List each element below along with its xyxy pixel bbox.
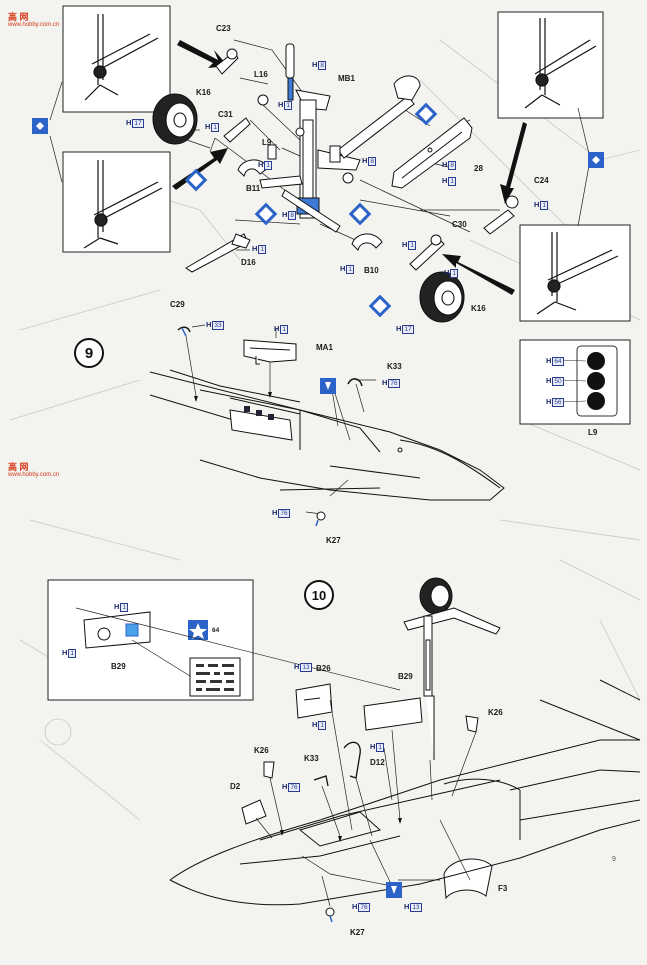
watermark-logo-2: 高 网	[8, 462, 29, 472]
label-f3: F3	[498, 884, 508, 893]
label-l9-top: L9	[262, 138, 272, 147]
wheel-k16-top	[152, 93, 198, 145]
fuselage-step10	[169, 679, 641, 906]
label-d2: D2	[230, 782, 241, 791]
wheel-k16-bottom	[419, 271, 465, 323]
decal-number: 64	[212, 627, 220, 634]
label-b10: B10	[364, 266, 379, 275]
label-b29-inset: B29	[111, 662, 126, 671]
part-28-door	[391, 117, 473, 189]
part-ma1	[243, 339, 297, 365]
label-c31: C31	[218, 110, 233, 119]
watermark-logo: 高 网	[8, 12, 29, 22]
label-b29: B29	[398, 672, 413, 681]
label-c29: C29	[170, 300, 185, 309]
label-b11: B11	[246, 184, 261, 193]
label-mb1: MB1	[338, 74, 355, 83]
label-l16: L16	[254, 70, 268, 79]
label-k16-top: K16	[196, 88, 211, 97]
inset-box-bottom-right	[519, 224, 631, 322]
label-c24: C24	[534, 176, 549, 185]
watermark-url-2: www.hobby.com.cn	[8, 472, 60, 478]
label-k33-step10: K33	[304, 754, 319, 763]
label-c23: C23	[216, 24, 231, 33]
label-k26-left: K26	[254, 746, 269, 755]
label-ma1: MA1	[316, 343, 333, 352]
label-l9-inset: L9	[588, 428, 598, 437]
nose-gear	[403, 577, 501, 760]
main-strut-mb1	[259, 43, 361, 233]
step-10-number: 10	[304, 580, 334, 610]
label-d12: D12	[370, 758, 385, 767]
inset-box-mid-left	[62, 151, 171, 253]
label-k26-right: K26	[488, 708, 503, 717]
step-9-number: 9	[74, 338, 104, 368]
label-d16: D16	[241, 258, 256, 267]
label-b26: B26	[316, 664, 331, 673]
label-k33-step9: K33	[387, 362, 402, 371]
label-k27-step9: K27	[326, 536, 341, 545]
inset-box-top-left	[62, 5, 171, 113]
page-number: 9	[612, 856, 616, 863]
label-28: 28	[474, 164, 483, 173]
label-k27-step10: K27	[350, 928, 365, 937]
label-c30: C30	[452, 220, 467, 229]
label-k16-bottom: K16	[471, 304, 486, 313]
fuselage-step9	[149, 369, 505, 501]
watermark-url: www.hobby.com.cn	[8, 22, 60, 28]
